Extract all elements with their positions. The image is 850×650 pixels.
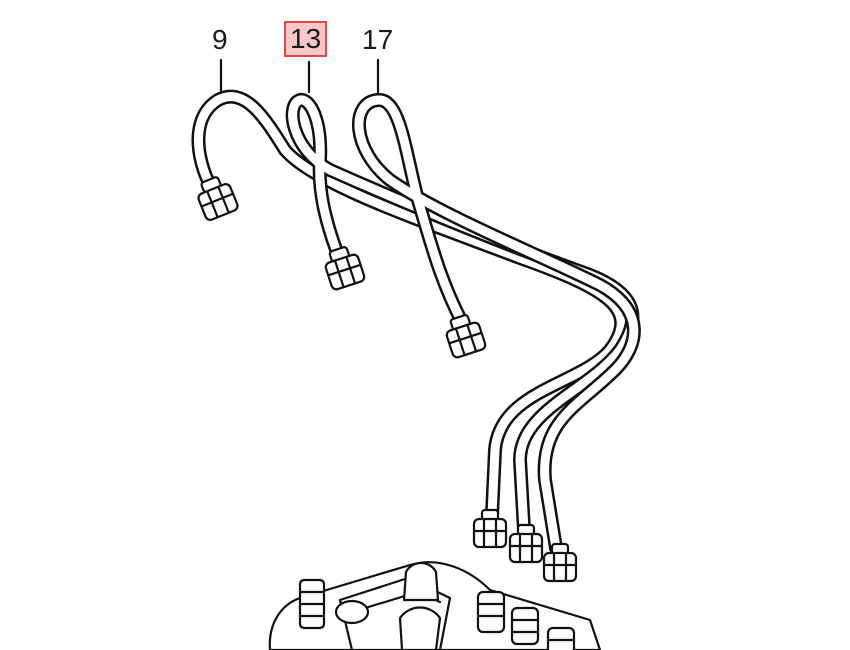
callout-9: 9 <box>212 24 228 55</box>
callout-17: 17 <box>362 24 394 55</box>
nut-pipe-9 <box>197 176 239 221</box>
nut-bottom-2 <box>508 523 544 564</box>
nut-bottom-3 <box>542 542 578 583</box>
nut-bottom-1 <box>472 508 508 549</box>
injection-pump <box>268 561 602 650</box>
callout-13-highlighted: 13 <box>284 21 328 57</box>
nut-pipe-13 <box>324 246 366 291</box>
pipe-17 <box>352 93 641 555</box>
nut-pipe-17 <box>445 314 487 359</box>
